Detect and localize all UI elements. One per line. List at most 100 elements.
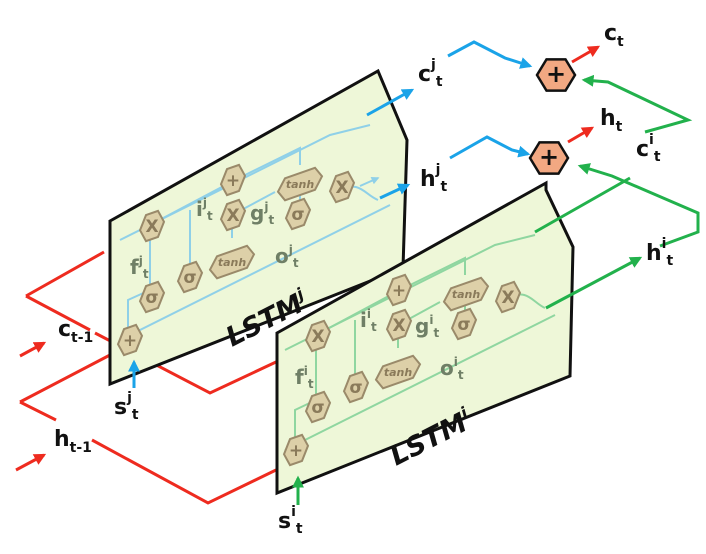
gate-hexagon [328,170,356,204]
h-j-to-merge [449,135,531,160]
c-final-label: ct [604,21,624,50]
output-wires [366,40,700,310]
lstm-cell-top [108,68,409,388]
h-i-label: hit [646,236,673,269]
gate-hexagon [176,260,204,294]
h-prev-wire-back [19,400,57,422]
gate-symbol: + [289,441,303,461]
gate-symbol: X [145,217,158,237]
lstm-bottom-gate-labels: fit iit git oit [295,307,464,391]
gate-hexagon [208,244,256,280]
h-final-out [567,126,595,144]
c-j-label: cjt [418,57,443,90]
gate-top-tanh-7: tanh [276,166,324,202]
gate-bottom-sigmoid-8: σ [450,307,478,341]
gate-symbol: X [501,288,514,308]
gate-symbol: tanh [286,178,315,191]
f-j-label: fjt [130,254,149,281]
gate-symbol: tanh [452,288,481,301]
gate-bottom-multiply-9: X [494,280,522,314]
lstm-cell-top-panel [108,68,409,387]
gate-hexagon [219,163,247,197]
gate-top-multiply-5: X [219,198,247,232]
lstm-cell-bottom-panel [275,180,575,496]
gate-symbol: σ [291,205,304,225]
g-i-label: git [415,313,439,340]
h-final-label: ht [600,106,623,135]
gate-top-tanh-4: tanh [208,244,256,280]
gate-symbol: X [335,178,348,198]
gate-hexagon [276,166,324,202]
gate-hexagon [342,370,370,404]
gate-top-sigmoid-1: σ [138,280,166,314]
h-j-out-wire [379,183,411,200]
gate-symbol: σ [457,315,470,335]
i-i-label: iit [360,307,377,334]
h-j-label: hjt [420,162,447,195]
gate-top-add-0: + [116,323,144,357]
c-j-out-wire [366,88,415,117]
lstm-top-gate-labels: fjt ijt gjt ojt [130,196,299,281]
gate-bottom-add-6: + [385,273,413,307]
gate-symbol: X [392,316,405,336]
merge-node-h: + [528,141,570,175]
c-i-out-wire [534,176,631,234]
gate-symbol: X [226,206,239,226]
h-i-loop [577,163,700,248]
gate-symbol: X [311,327,324,347]
gate-hexagon [385,308,413,342]
gate-top-sigmoid-8: σ [284,197,312,231]
gate-hexagon [494,280,522,314]
gate-bottom-tanh-4: tanh [374,354,422,390]
h-prev-label: ht-1 [54,427,92,456]
c-i-loop [581,74,693,134]
h-prev-wire-bottom [91,438,277,505]
c-prev-wire-back [25,294,91,332]
merge-symbol-c: + [546,60,566,88]
gate-symbol: σ [183,268,196,288]
gate-bottom-multiply-5: X [385,308,413,342]
gate-hexagon [374,354,422,390]
gate-bottom-sigmoid-3: σ [342,370,370,404]
gate-hexagon [138,209,166,243]
gate-symbol: + [226,171,240,191]
gate-top-multiply-9: X [328,170,356,204]
o-i-label: oit [440,355,464,382]
gate-hexagon [282,433,310,467]
gate-bottom-sigmoid-1: σ [304,390,332,424]
merge-node-c: + [535,58,577,92]
merge-symbol-h: + [539,143,559,171]
gate-bottom-tanh-7: tanh [442,276,490,312]
gate-bottom-add-0: + [282,433,310,467]
gate-hexagon [450,307,478,341]
gate-hexagon [304,319,332,353]
gate-hexagon [284,197,312,231]
gate-symbol: tanh [218,256,247,269]
f-i-label: fit [295,364,314,391]
gate-top-multiply-2: X [138,209,166,243]
s-j-label: sjt [114,390,139,423]
s-i-label: sit [278,504,303,537]
c-prev-in-arrow [19,341,47,358]
gate-hexagon [219,198,247,232]
h-prev-in-arrow [15,453,47,472]
lstm-cell-bottom [275,180,575,505]
gate-symbol: tanh [384,366,413,379]
gate-symbol: σ [349,378,362,398]
h-prev-wire-top [19,353,111,404]
c-final-out [571,45,601,64]
c-prev-wire-top [25,250,105,298]
gate-hexagon [385,273,413,307]
c-i-label: cit [636,132,661,165]
gate-top-add-6: + [219,163,247,197]
c-prev-label: ct-1 [58,317,93,346]
i-j-label: ijt [196,196,213,223]
gate-hexagon [304,390,332,424]
gate-symbol: σ [311,398,324,418]
gate-top-sigmoid-3: σ [176,260,204,294]
o-j-label: ojt [275,243,299,270]
gate-symbol: + [123,331,137,351]
